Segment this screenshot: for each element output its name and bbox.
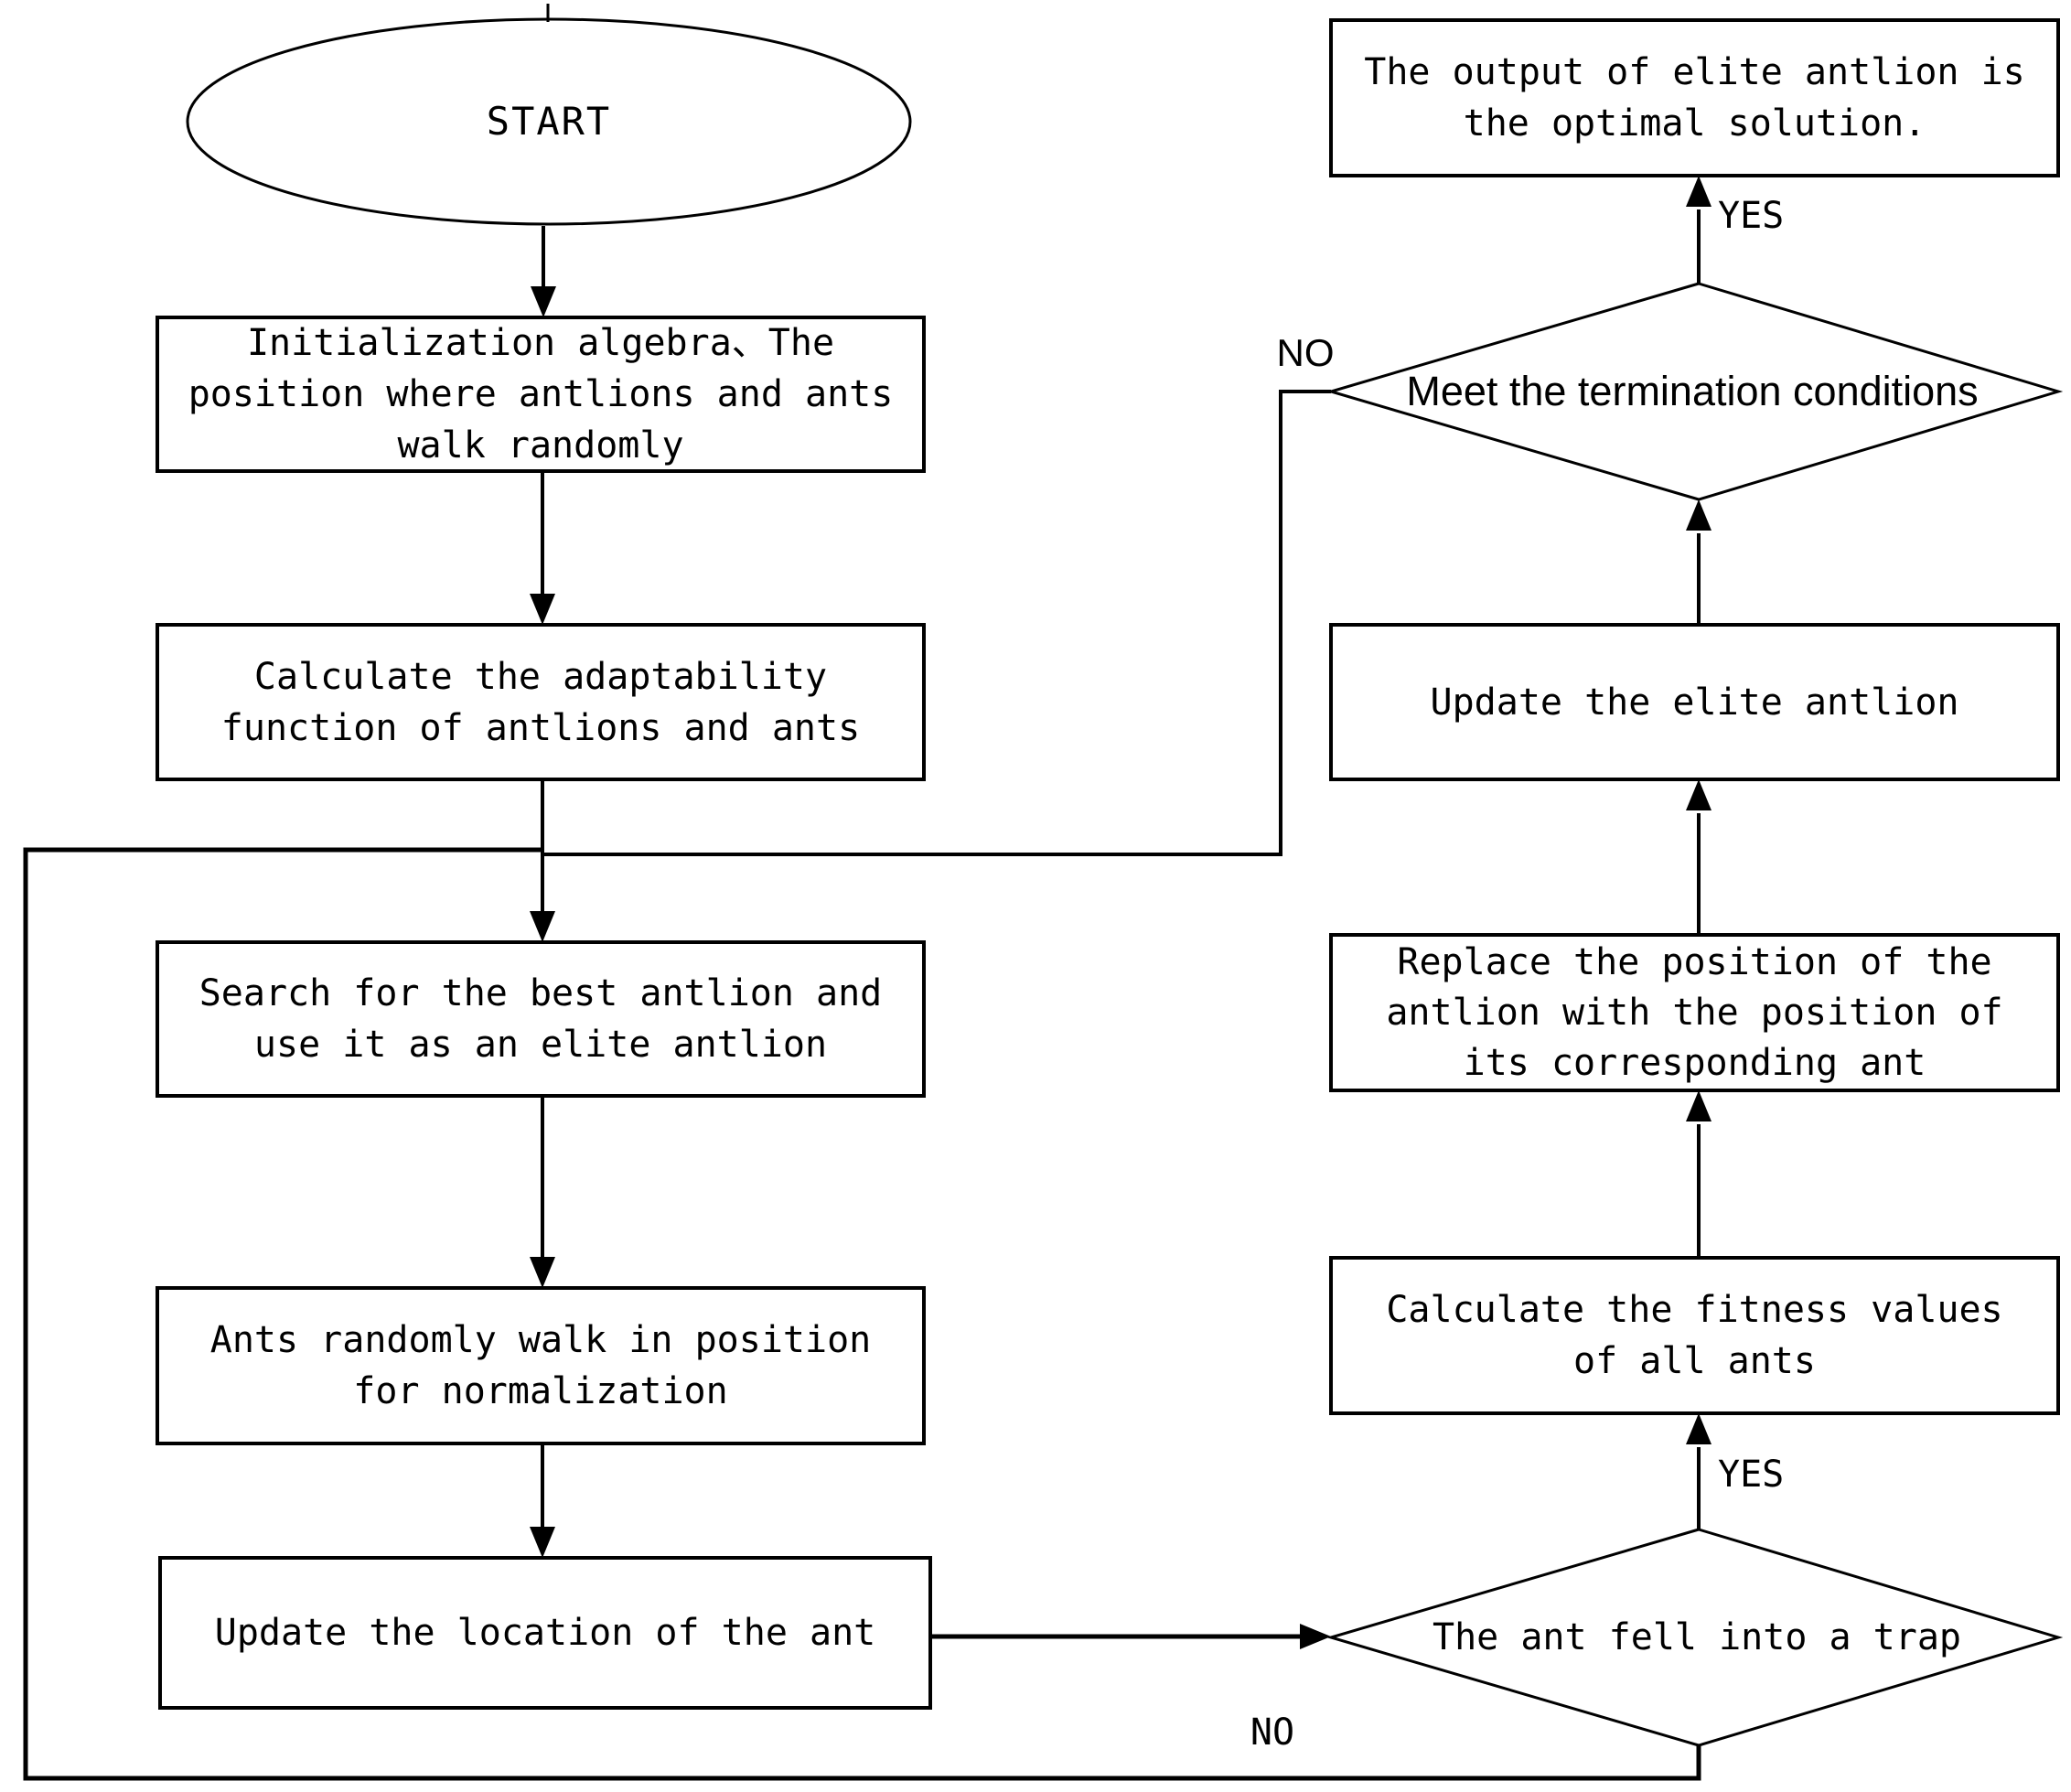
termination-decision-shape bbox=[1325, 282, 2064, 501]
trap-yes-label: YES bbox=[1718, 1454, 1785, 1496]
arrowhead-fitness-replace bbox=[1686, 1090, 1712, 1121]
arrowhead-init-calc bbox=[530, 594, 555, 625]
calc-adaptability-box-shape bbox=[156, 623, 926, 781]
arrowhead-elite-termination bbox=[1686, 499, 1712, 531]
trap-decision-shape bbox=[1325, 1528, 2064, 1747]
start-node-shape bbox=[186, 17, 912, 226]
trap-no-label: NO bbox=[1250, 1712, 1295, 1754]
arrowhead-search-walk bbox=[530, 1257, 555, 1288]
edge-trap-no-loop bbox=[23, 847, 1701, 1781]
termination-yes-label: YES bbox=[1718, 195, 1785, 237]
random-walk-box-shape bbox=[156, 1286, 926, 1445]
arrowhead-trap-fitness bbox=[1686, 1413, 1712, 1444]
arrowhead-termination-output bbox=[1686, 176, 1712, 207]
arrowhead-walk-updateloc bbox=[530, 1527, 555, 1558]
arrowhead-calc-search bbox=[530, 911, 555, 942]
init-box-shape bbox=[156, 316, 926, 473]
update-location-box-shape bbox=[158, 1556, 932, 1710]
arrowhead-updateloc-trap bbox=[1300, 1624, 1331, 1649]
replace-position-box-shape bbox=[1329, 933, 2060, 1092]
termination-no-label: NO bbox=[1276, 331, 1335, 374]
edge-termination-no-loop bbox=[542, 390, 1331, 856]
search-elite-box-shape bbox=[156, 940, 926, 1098]
output-box-shape bbox=[1329, 18, 2060, 177]
update-elite-box-shape bbox=[1329, 623, 2060, 781]
arrowhead-start-init bbox=[531, 286, 556, 317]
calc-fitness-box-shape bbox=[1329, 1256, 2060, 1415]
arrowhead-replace-elite bbox=[1686, 779, 1712, 810]
